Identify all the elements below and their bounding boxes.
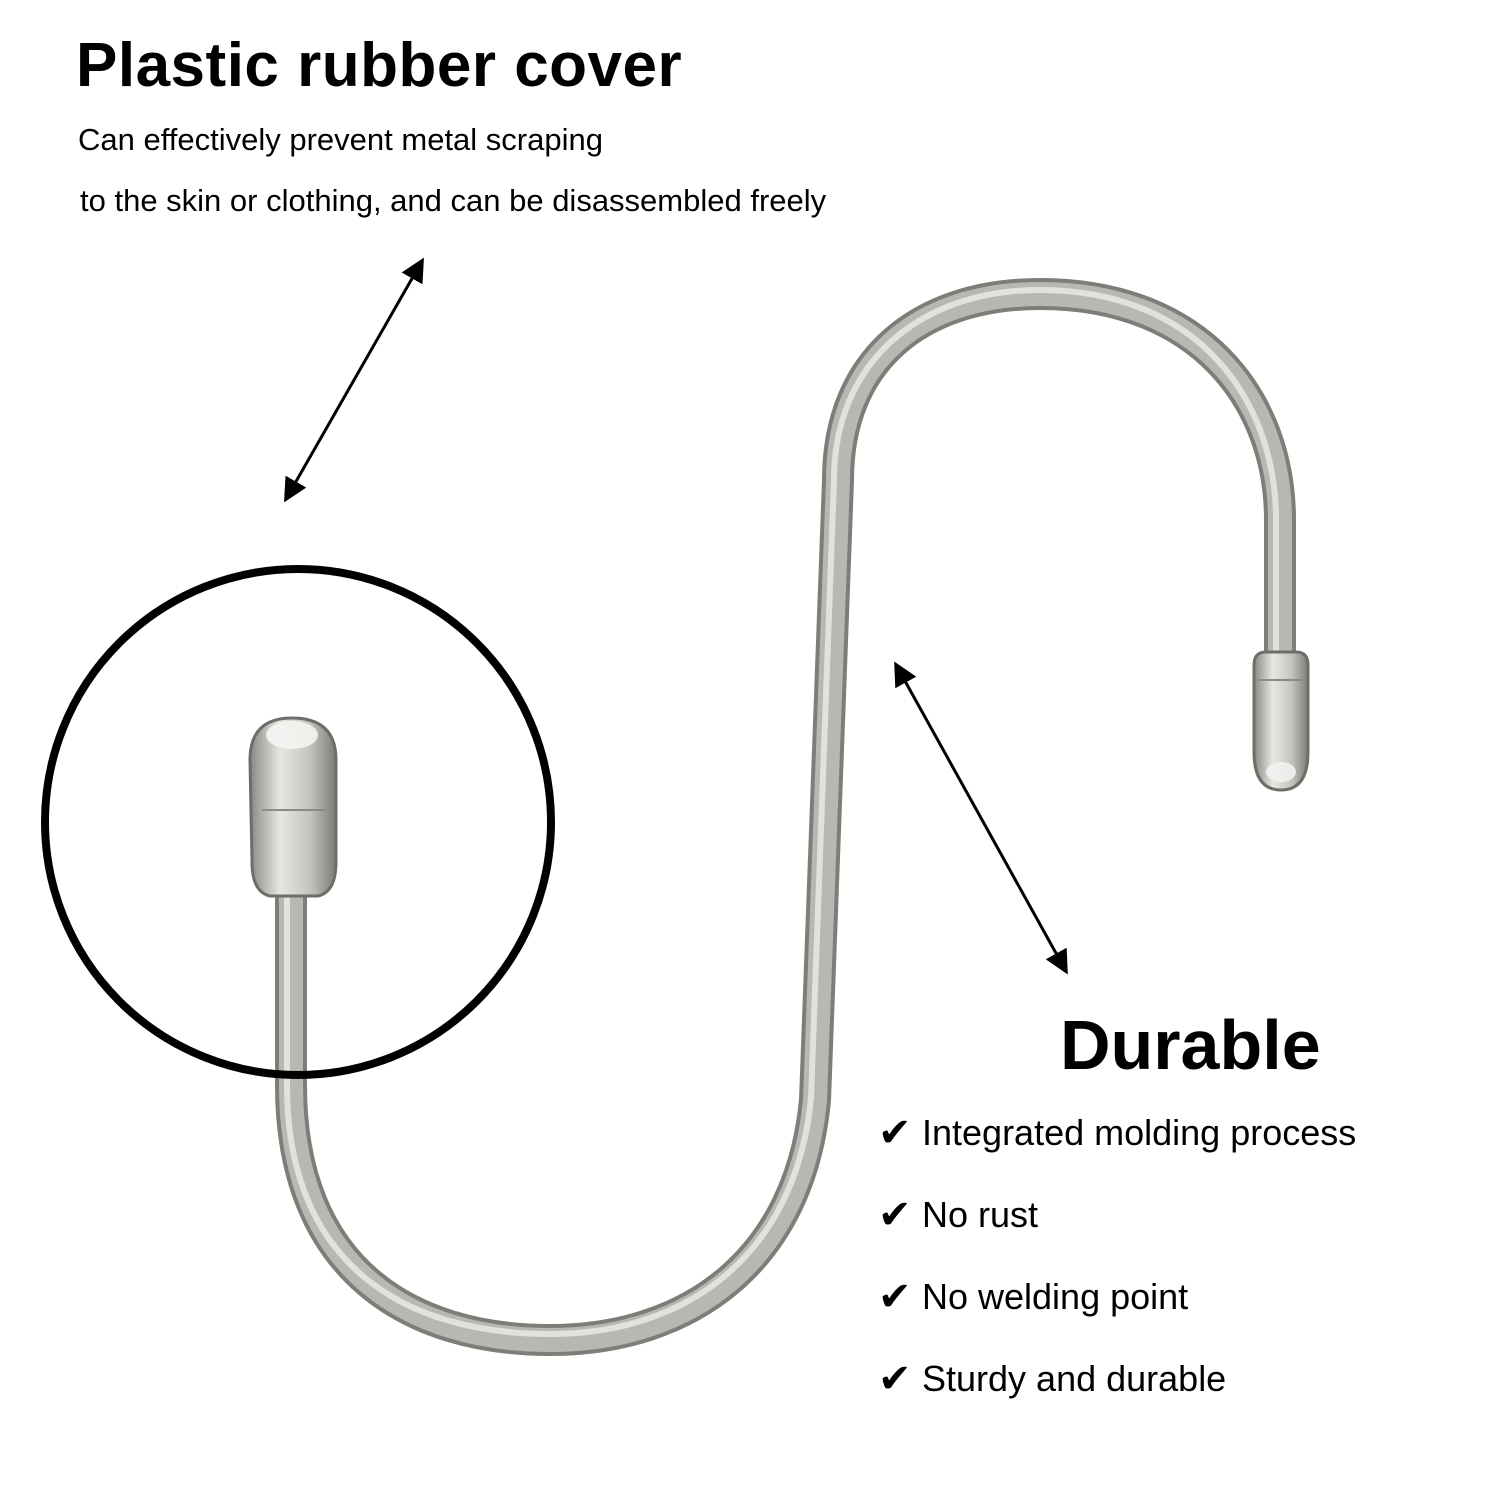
feature-heading-durable: Durable (1060, 1006, 1321, 1084)
checkmark-icon: ✔ (878, 1357, 912, 1401)
checkmark-icon: ✔ (878, 1193, 912, 1237)
double-arrow-icon (894, 661, 1068, 975)
cover-description-line-2: to the skin or clothing, and can be disa… (80, 183, 827, 218)
feature-label: Integrated molding process (922, 1112, 1357, 1153)
s-hook (275, 277, 1296, 1357)
cover-description-line-1: Can effectively prevent metal scraping (78, 122, 603, 157)
list-item: ✔ No rust (878, 1174, 1356, 1256)
feature-label: No welding point (922, 1276, 1189, 1317)
feature-list: ✔ Integrated molding process ✔ No rust ✔… (878, 1092, 1356, 1420)
left-rubber-cap (248, 716, 338, 898)
feature-heading-cover: Plastic rubber cover (76, 31, 683, 100)
list-item: ✔ No welding point (878, 1256, 1356, 1338)
list-item: ✔ Sturdy and durable (878, 1338, 1356, 1420)
feature-label: Sturdy and durable (922, 1358, 1227, 1399)
list-item: ✔ Integrated molding process (878, 1092, 1356, 1174)
checkmark-icon: ✔ (878, 1111, 912, 1155)
feature-label: No rust (922, 1194, 1039, 1235)
double-arrow-icon (284, 257, 424, 503)
highlight-circle (41, 565, 555, 1079)
right-rubber-cap (1252, 650, 1310, 792)
checkmark-icon: ✔ (878, 1275, 912, 1319)
